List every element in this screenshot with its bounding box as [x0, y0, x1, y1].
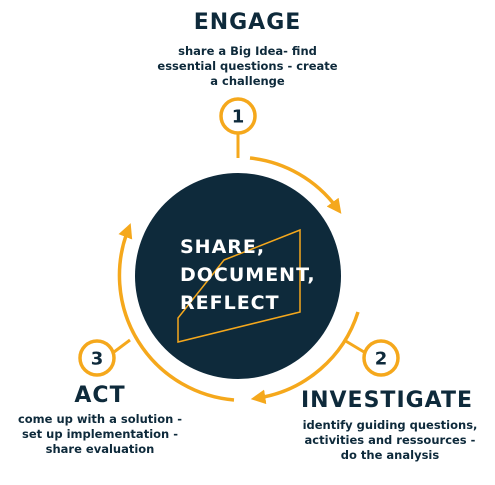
act-title: ACT — [74, 383, 126, 408]
investigate-title: INVESTIGATE — [300, 388, 474, 413]
engage-title: ENGAGE — [193, 10, 302, 35]
act-description: come up with a solution - set up impleme… — [0, 412, 200, 457]
investigate-description-line: do the analysis — [340, 448, 440, 462]
step-3-number: 3 — [91, 349, 104, 370]
center-text-line-2: DOCUMENT, — [180, 264, 316, 286]
engage-description-line: essential questions - create — [157, 59, 338, 73]
investigate-description-line: identify guiding questions, — [302, 418, 478, 432]
arc-act-to-engage — [117, 223, 235, 402]
center-text-line-1: SHARE, — [180, 236, 266, 258]
act-description-line: set up implementation - — [22, 427, 178, 441]
act-description-line: come up with a solution - — [17, 412, 183, 426]
engage-description: share a Big Idea- find essential questio… — [130, 44, 365, 89]
engage-description-line: share a Big Idea- find — [178, 44, 317, 58]
step-1-badge: 1 — [219, 97, 257, 135]
center-parallelogram — [177, 228, 301, 343]
step-2-badge: 2 — [362, 339, 400, 377]
engage-description-line: a challenge — [210, 74, 285, 88]
act-description-line: share evaluation — [45, 442, 155, 456]
connector-step-2 — [343, 338, 365, 354]
investigate-description: identify guiding questions, activities a… — [290, 418, 490, 463]
investigate-description-line: activities and ressources - — [304, 433, 476, 447]
arc-engage-to-investigate — [249, 156, 342, 214]
step-2-number: 2 — [375, 349, 388, 370]
connector-step-3 — [113, 338, 131, 354]
center-circle — [135, 173, 341, 379]
step-1-number: 1 — [232, 107, 245, 128]
center-text-line-3: REFLECT — [180, 292, 280, 314]
arc-investigate-to-act — [250, 311, 360, 405]
step-3-badge: 3 — [78, 339, 116, 377]
